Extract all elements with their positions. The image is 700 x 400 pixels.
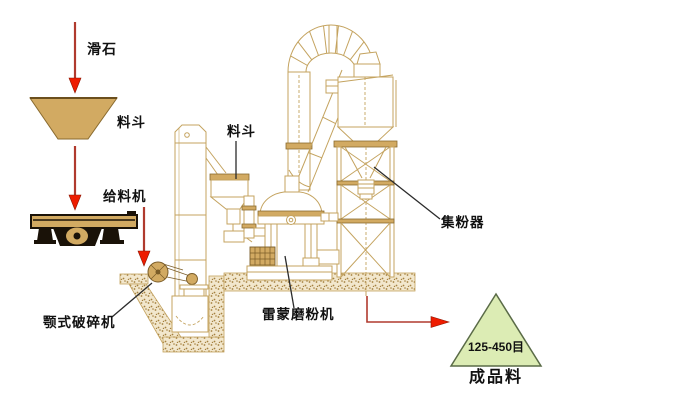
powder-collector-drawing <box>325 51 398 148</box>
arrow-material-to-hopper <box>68 22 82 94</box>
label-material-talc: 滑石 <box>87 41 117 57</box>
air-duct-arch <box>284 24 375 193</box>
jaw-crusher-drawing <box>147 261 209 296</box>
label-mesh-range: 125-450目 <box>467 340 525 354</box>
collector-support-frame <box>336 146 395 296</box>
label-raymond-mill: 雷蒙磨粉机 <box>262 307 335 322</box>
raymond-mill-drawing <box>246 191 340 281</box>
finished-product-pile <box>449 292 543 367</box>
label-finished-product: 成品料 <box>468 369 523 386</box>
mill-hopper-drawing <box>209 173 253 243</box>
label-hopper-2: 料斗 <box>227 124 256 139</box>
label-hopper-1: 料斗 <box>117 115 146 130</box>
connecting-pipes <box>241 195 267 239</box>
leader-lines <box>111 141 441 318</box>
feeder-drawing <box>30 211 138 246</box>
flow-arrows <box>68 22 451 328</box>
label-jaw-crusher: 颚式破碎机 <box>43 315 116 330</box>
arrow-hopper-to-feeder <box>68 146 82 211</box>
feed-hopper-drawing <box>29 97 118 140</box>
foundation-pit <box>119 273 225 353</box>
arrow-feeder-to-crusher <box>137 207 151 267</box>
label-feeder: 给料机 <box>103 189 147 204</box>
arrow-collector-to-product <box>366 296 451 328</box>
mill-motor <box>249 246 276 271</box>
label-powder-collector: 集粉器 <box>441 215 485 230</box>
